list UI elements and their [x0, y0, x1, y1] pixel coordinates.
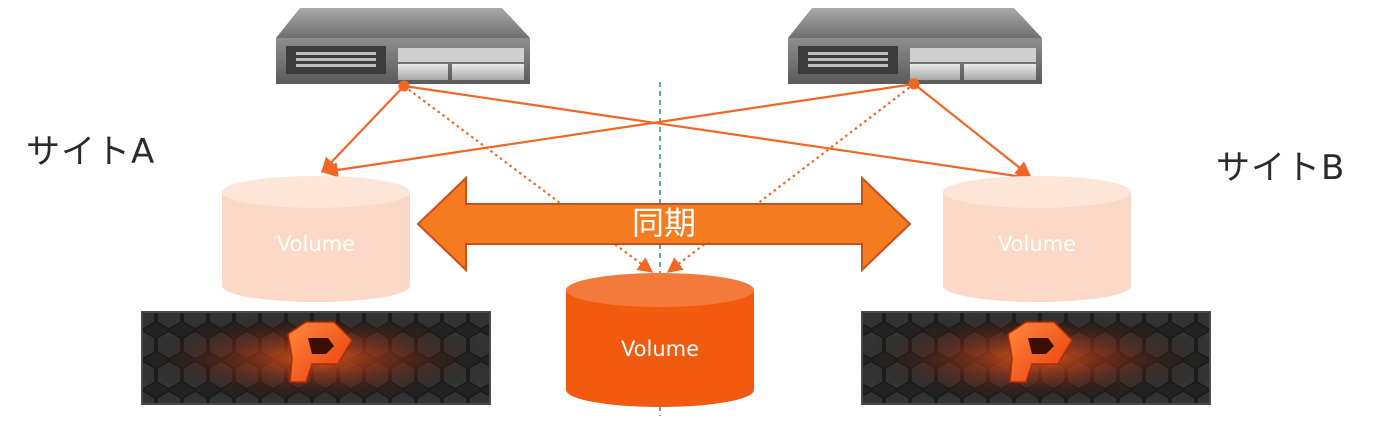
volume-b-label: Volume: [998, 232, 1076, 256]
site-a-label: サイトA: [26, 132, 156, 172]
server-a-port-dot: [398, 80, 410, 92]
volume-b-cylinder: [943, 176, 1131, 302]
path-a-to-volume-a: [320, 85, 405, 174]
sync-double-arrow: [416, 175, 912, 273]
volume-a-cylinder: [222, 176, 410, 302]
volume-a-label: Volume: [277, 232, 355, 256]
path-b-to-volume-a: [322, 82, 915, 178]
server-b-port-dot: [908, 78, 920, 90]
path-a-to-volume-b: [403, 84, 1032, 184]
center-volume-label: Volume: [621, 337, 699, 361]
center-volume-cylinder: [566, 273, 754, 407]
server-a-icon: [276, 8, 530, 84]
path-b-to-volume-b: [913, 83, 1032, 177]
flash-array-b-icon: [861, 311, 1211, 405]
sync-label: 同期: [632, 204, 696, 242]
server-b-icon: [788, 8, 1042, 84]
flash-array-a-icon: [141, 311, 491, 405]
site-b-label: サイトB: [1216, 148, 1346, 188]
